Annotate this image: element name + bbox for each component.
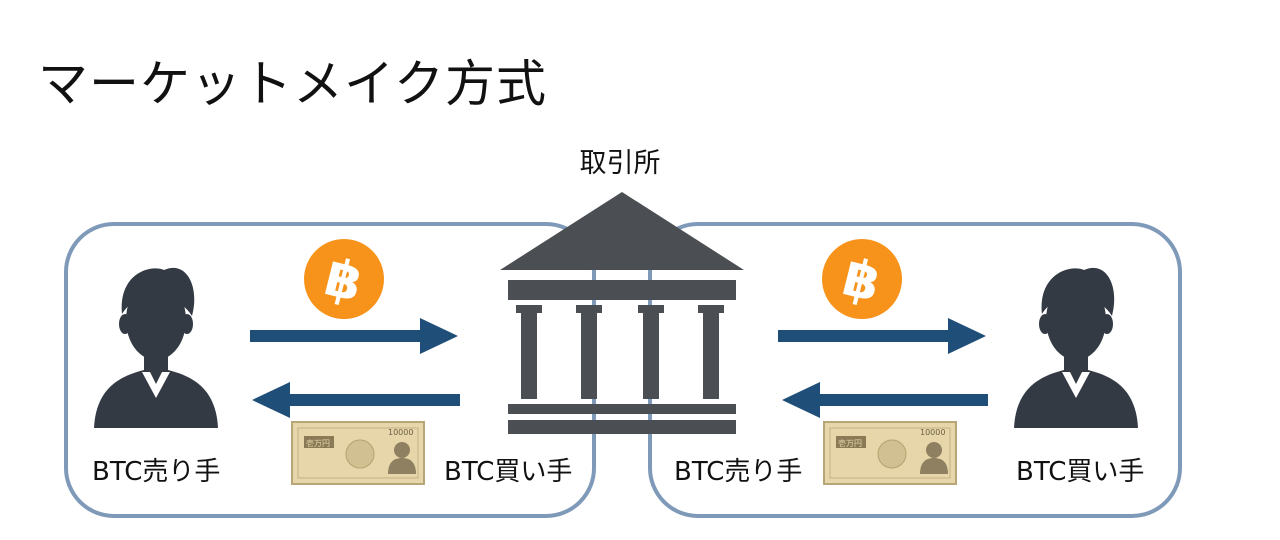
banknote-denomination: 10000 [388,428,413,437]
banknote-denomination: 10000 [920,428,945,437]
person-icon [94,267,218,428]
bank-building-icon [500,192,744,434]
buyer-label: BTC買い手 [1016,457,1145,487]
page-title: マーケットメイク方式 [38,55,547,113]
seller-label: BTC売り手 [674,457,803,487]
btc-flow-arrow [250,318,458,354]
seller-label: BTC売り手 [92,457,221,487]
bitcoin-coin-icon: ฿ [304,239,384,319]
exchange-label: 取引所 [579,148,661,179]
yen-flow-arrow [252,382,460,418]
banknote-face-text: 壱万円 [306,438,330,448]
bitcoin-coin-icon: ฿ [822,239,902,319]
buyer-label: BTC買い手 [444,457,573,487]
yen-banknote-icon: 壱万円 10000 [823,421,957,485]
btc-flow-arrow [778,318,986,354]
person-icon [1014,267,1138,428]
yen-flow-arrow [782,382,988,418]
yen-banknote-icon: 壱万円 10000 [291,421,425,485]
banknote-face-text: 壱万円 [838,438,862,448]
